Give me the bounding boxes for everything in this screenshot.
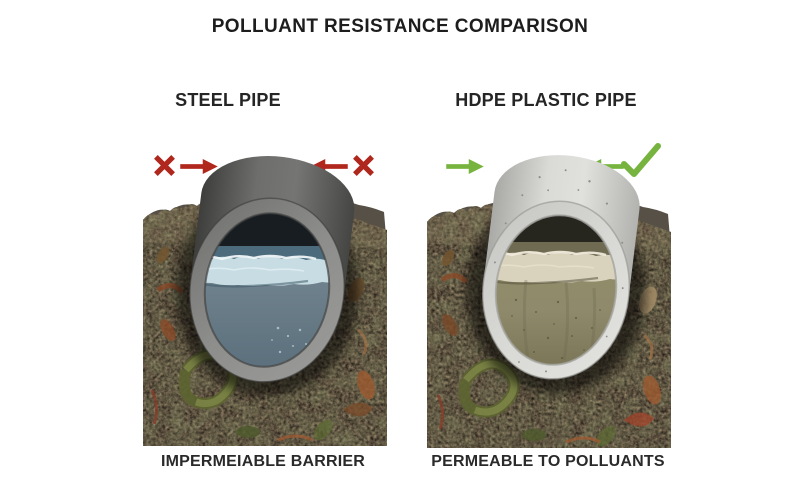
pipe-speckles	[493, 169, 624, 373]
steel-pipe-heading: STEEL PIPE	[175, 90, 281, 110]
water-surface	[196, 256, 338, 286]
check-icon	[620, 143, 662, 179]
x-icon	[352, 154, 375, 177]
steel-pipe-illustration	[143, 156, 387, 446]
arrow-right-icon	[446, 159, 484, 174]
hdpe-pipe-caption: PERMEABLE TO POLLUANTS	[431, 453, 665, 470]
arrow-right-icon	[180, 159, 218, 174]
contaminant-specks	[511, 298, 601, 360]
hdpe-pipe-heading: HDPE PLASTIC PIPE	[455, 90, 637, 110]
steel-pipe	[189, 156, 355, 383]
hdpe-pipe-illustration	[427, 155, 671, 448]
steel-pipe-caption: IMPERMEIABLE BARRIER	[160, 453, 365, 470]
water-surface	[487, 252, 625, 283]
x-icon	[153, 154, 176, 177]
hdpe-pipe	[481, 155, 640, 380]
page-title: POLLUANT RESISTANCE COMPARISON	[211, 16, 589, 37]
